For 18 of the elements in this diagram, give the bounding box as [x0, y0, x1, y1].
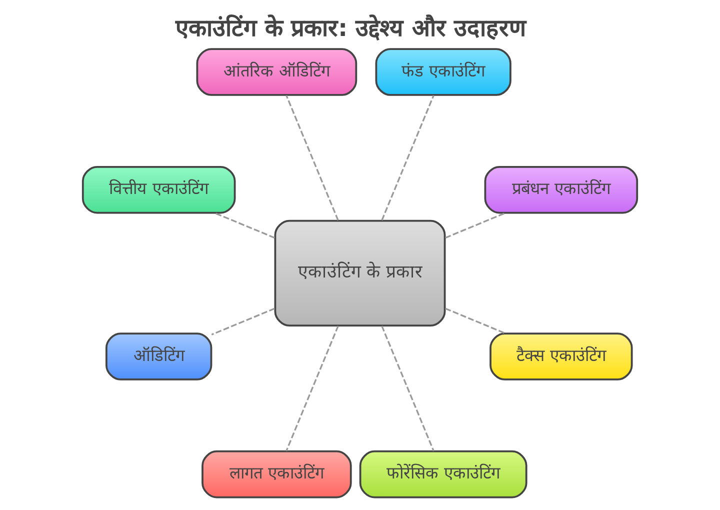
node-box: ऑडिटिंग [106, 332, 212, 380]
connector [214, 212, 275, 238]
connector [211, 307, 275, 335]
connector [445, 212, 506, 238]
node-box: एकाउंटिंग के प्रकार [274, 219, 446, 326]
node-box: आंतरिक ऑडिटिंग [196, 48, 358, 96]
node-box: टैक्स एकाउंटिंग [490, 332, 633, 380]
connector [445, 307, 506, 334]
connector [381, 94, 434, 220]
connector [381, 325, 434, 451]
node-box: फंड एकाउंटिंग [375, 48, 512, 96]
diagram-title: एकाउंटिंग के प्रकार: उद्देश्य और उदाहरण [176, 14, 526, 42]
connector [286, 94, 339, 220]
node-box: लागत एकाउंटिंग [202, 450, 352, 498]
node-box: प्रबंधन एकाउंटिंग [484, 165, 638, 214]
node-box: फोरेंसिक एकाउंटिंग [359, 450, 528, 498]
connector [286, 325, 339, 451]
node-box: वित्तीय एकाउंटिंग [82, 165, 236, 214]
